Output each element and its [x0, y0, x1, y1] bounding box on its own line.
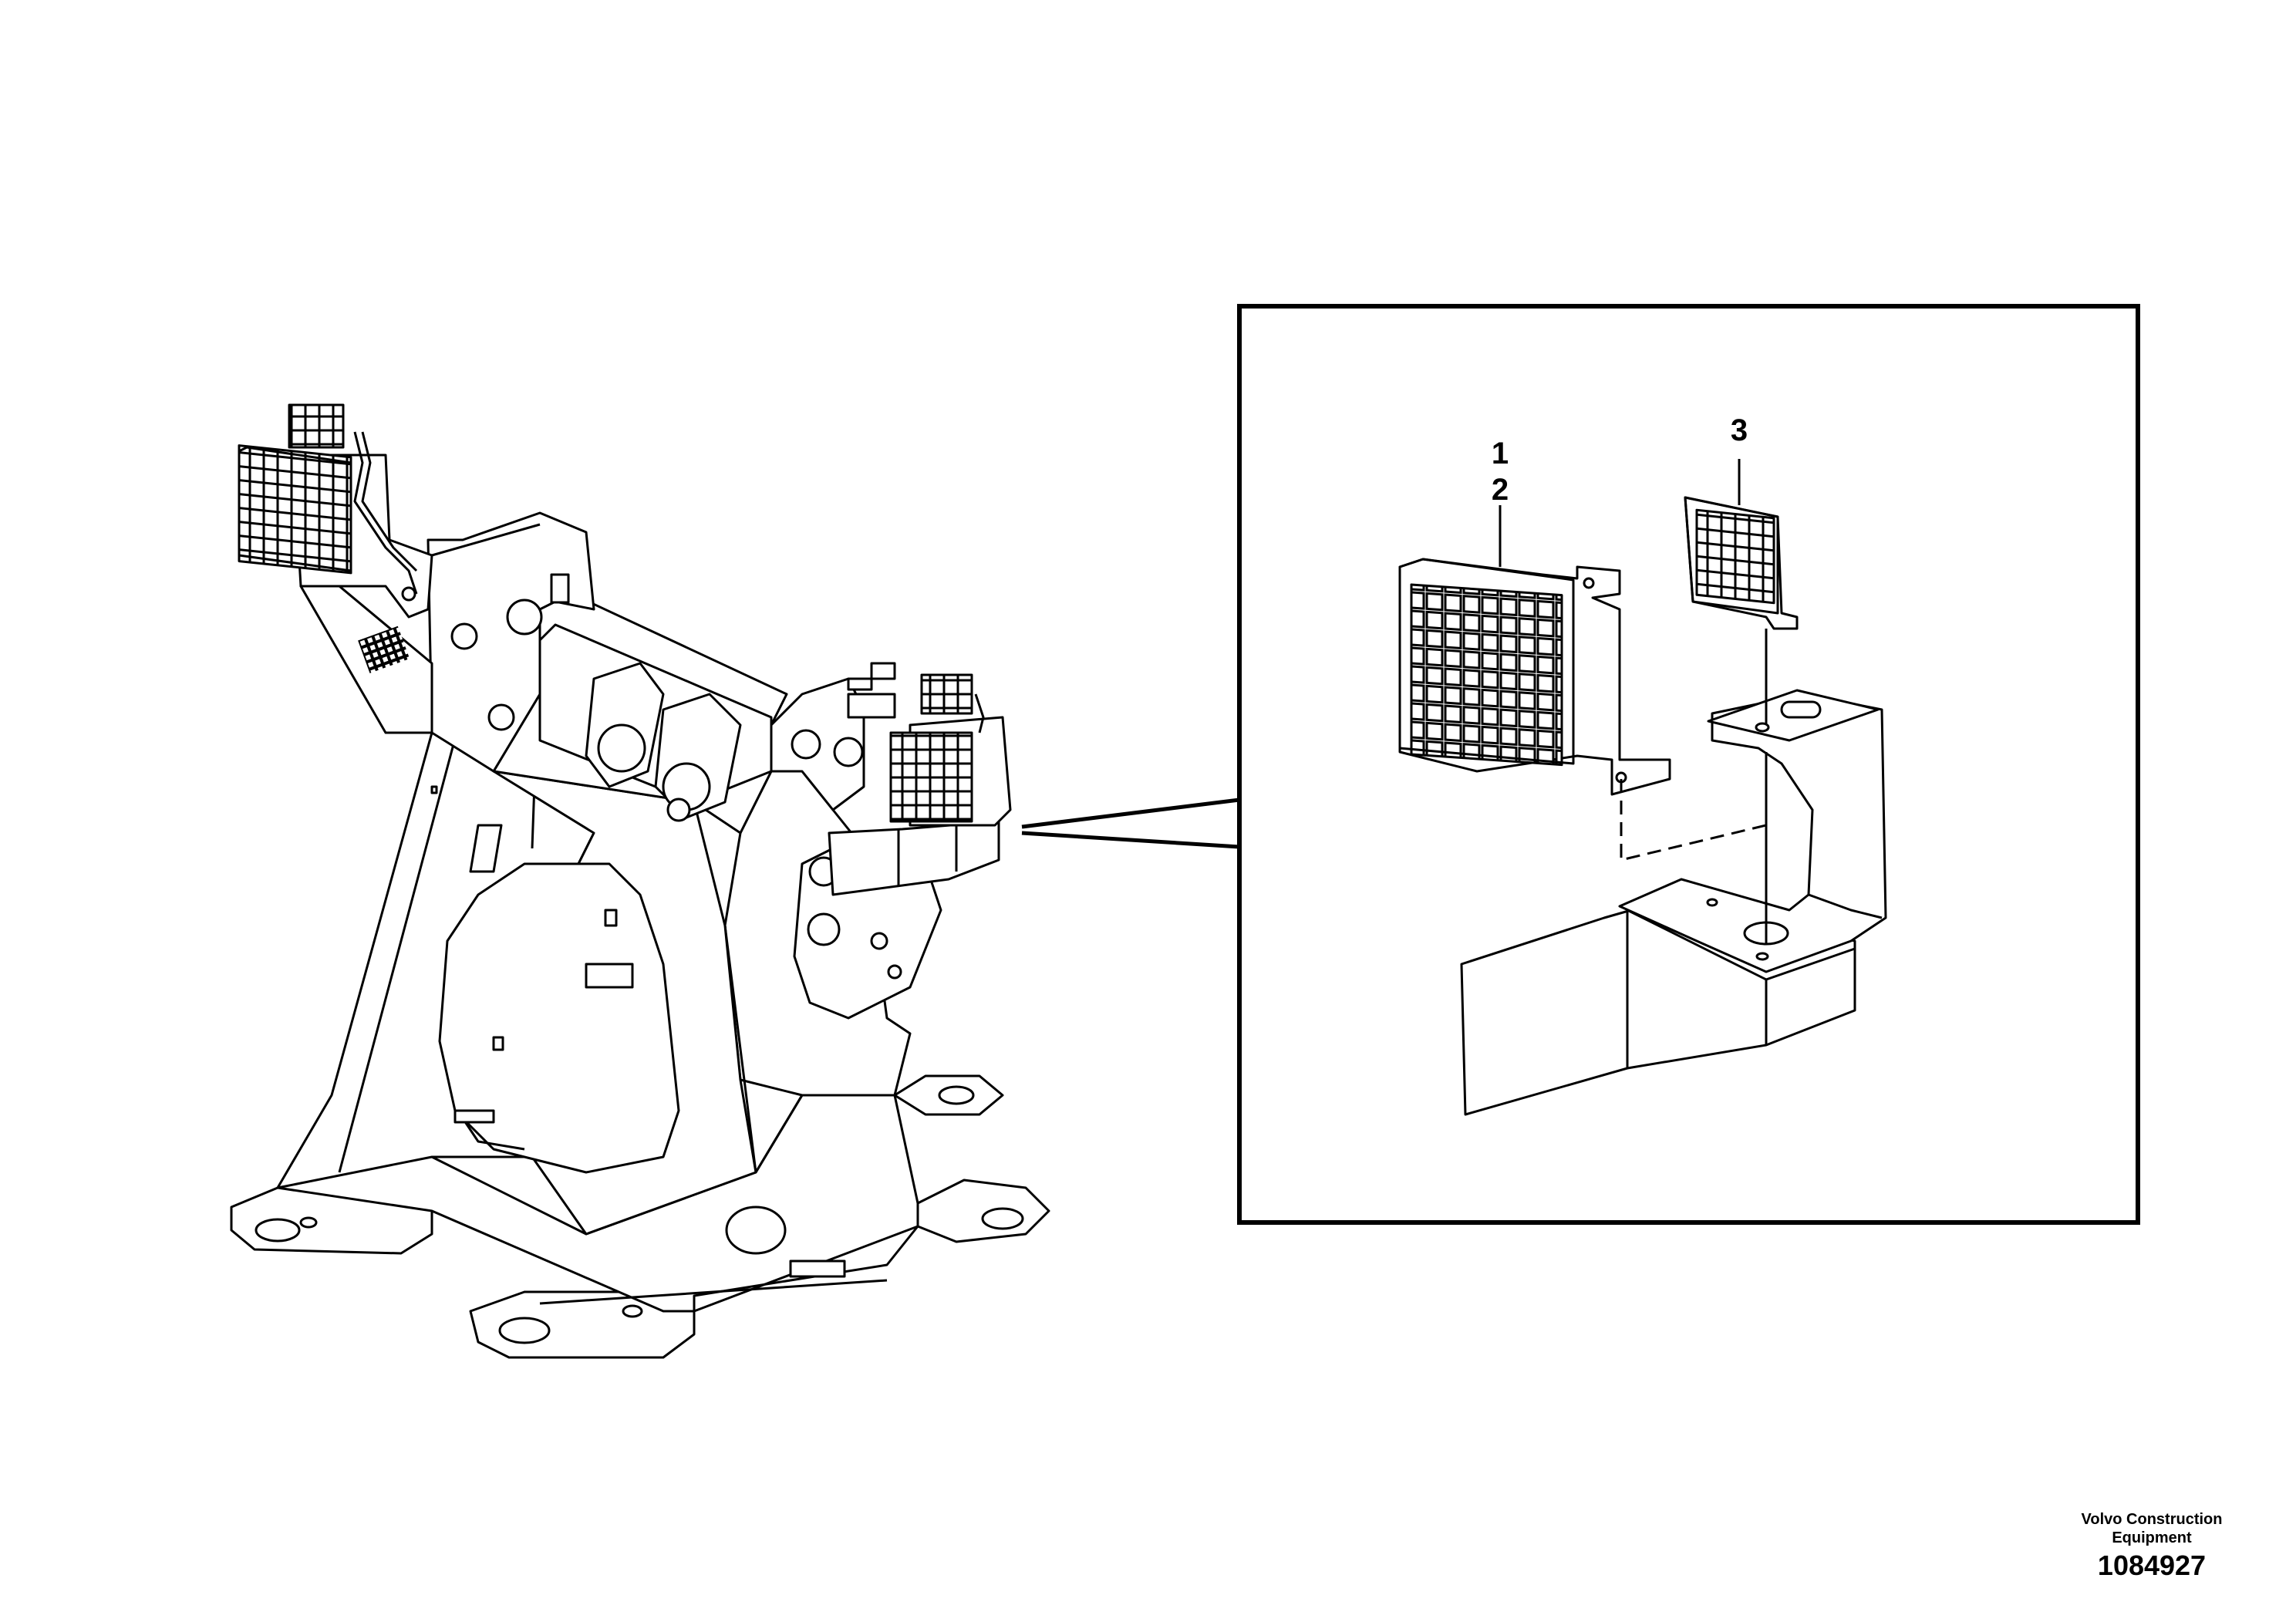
- detail-callout-leader: [1021, 798, 1240, 849]
- pivot-hole-right-2: [833, 737, 864, 767]
- frame-center-opening: [438, 862, 680, 1174]
- detail-leader-lines: [1499, 459, 1768, 945]
- frame-base-front-hole: [498, 1317, 551, 1344]
- callout-item-2: 2: [1491, 473, 1509, 507]
- detail-bracket-hole-small-2: [1755, 952, 1769, 961]
- frame-left-step-assembly: [238, 403, 433, 734]
- callout-item-1: 1: [1491, 437, 1509, 470]
- pivot-hole-center-1: [597, 723, 646, 773]
- company-name-line2: Equipment: [2112, 1529, 2192, 1546]
- frame-base-right-foot: [916, 1179, 1050, 1243]
- bracket-hole-2: [887, 964, 902, 980]
- frame-right-step-assembly: [828, 673, 1012, 896]
- left-step-mesh: [358, 626, 410, 673]
- pivot-hole-left-3: [487, 703, 515, 731]
- detail-bracket-slot: [1780, 700, 1822, 719]
- detail-bracket-hole-top: [1755, 722, 1770, 733]
- detail-view-frame: [1237, 304, 2140, 1225]
- loader-front-frame: [230, 511, 1050, 1359]
- left-step-grid-large: [238, 444, 352, 575]
- detail-step-item-3-grid: [1695, 508, 1775, 605]
- detail-exploded-view: [1398, 496, 1887, 1116]
- frame-lower-opening: [725, 1206, 787, 1255]
- pivot-hole-center-3: [666, 798, 691, 822]
- drawing-footer: Volvo Construction Equipment 1084927: [2044, 1510, 2260, 1583]
- detail-step-item-1-2-hole-top: [1583, 577, 1595, 589]
- frame-small-plate-1: [585, 963, 634, 989]
- detail-l-bracket: [1618, 693, 1887, 973]
- right-step-grid-small: [920, 673, 973, 715]
- right-step-grid-large: [889, 731, 973, 823]
- company-name-line1: Volvo Construction: [2081, 1511, 2223, 1528]
- left-step-grid-small: [288, 403, 345, 449]
- pivot-hole-left-2: [506, 599, 543, 636]
- pivot-hole-left-1: [450, 622, 478, 650]
- pivot-hole-right-1: [791, 729, 821, 760]
- detail-step-block-left: [1460, 909, 1633, 1116]
- frame-base-right-hole: [981, 1207, 1024, 1230]
- bracket-hole-1: [870, 932, 888, 950]
- callout-item-3: 3: [1730, 413, 1748, 447]
- detail-step-item-1-2-grid: [1410, 583, 1563, 767]
- frame-left-badge: [550, 573, 570, 604]
- frame-base-left-hole: [255, 1218, 301, 1243]
- frame-small-plate-2: [789, 1259, 846, 1278]
- right-step-base-block: [828, 820, 1000, 896]
- drawing-number: 1084927: [2097, 1549, 2207, 1581]
- detail-bracket-hole-small-1: [1706, 898, 1718, 907]
- assembly-dashed-line: [1620, 779, 1767, 862]
